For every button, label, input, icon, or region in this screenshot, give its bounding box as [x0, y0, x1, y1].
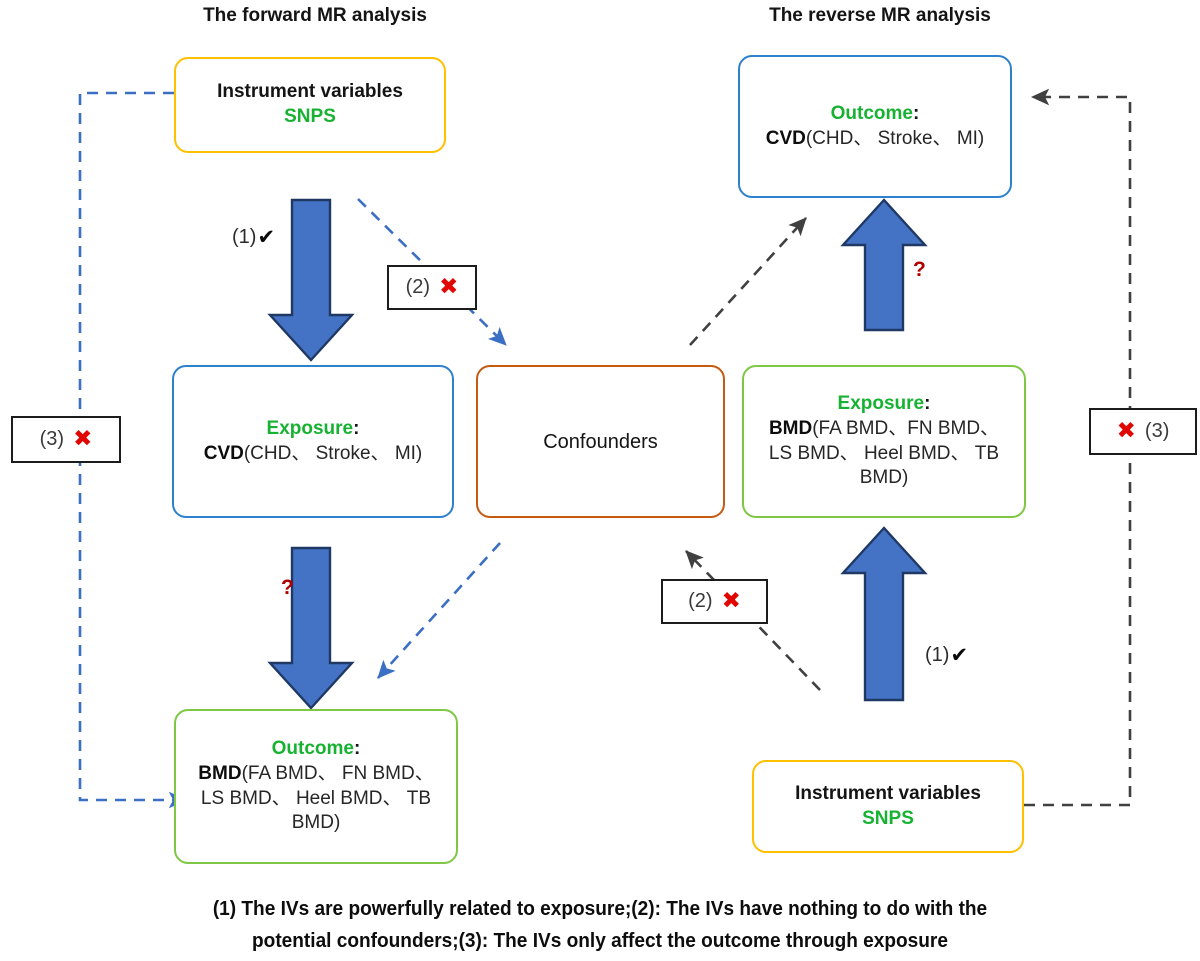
forward-outcome-content-line1: BMD(FA BMD、 FN BMD、 — [198, 762, 433, 787]
reverse-outcome-colon: : — [913, 102, 920, 124]
forward-exposure-rest: (CHD、 Stroke、 MI) — [243, 442, 423, 464]
reverse-panel-title: The reverse MR analysis — [769, 5, 991, 26]
tag-forward-assumption-1: (1) ✔ — [232, 226, 275, 249]
reverse-outcome-bold: CVD — [765, 127, 806, 149]
tag-reverse-assumption-3-text: (3) — [1144, 420, 1170, 442]
reverse-outcome-label: Outcome — [830, 102, 914, 124]
check-icon: ✔ — [950, 643, 969, 667]
forward-outcome-heading: Outcome: — [272, 737, 361, 762]
reverse-exposure-content-line3: BMD) — [859, 467, 909, 489]
tag-forward-assumption-3-text: (3) — [39, 428, 65, 450]
reverse-iv-line1: Instrument variables — [795, 782, 981, 804]
tag-reverse-assumption-1: (1) ✔ — [925, 644, 968, 667]
forward-exposure-heading: Exposure: — [267, 417, 360, 442]
reverse-exposure-content-line2: LS BMD、 Heel BMD、 TB — [768, 442, 1000, 464]
forward-exposure-bold: CVD — [203, 442, 244, 464]
dashed-confounders-to-reverse-outcome — [689, 217, 807, 346]
node-forward-instrument-variables[interactable]: Instrument variables SNPS — [174, 57, 446, 153]
reverse-exposure-bold: BMD — [768, 417, 813, 439]
reverse-outcome-content: CVD(CHD、 Stroke、 MI) — [766, 127, 985, 152]
arrow-reverse-iv-to-exposure — [840, 526, 928, 702]
tag-reverse-assumption-2-text: (2) — [688, 590, 713, 612]
reverse-exposure-rest1: (FA BMD、FN BMD、 — [812, 417, 1000, 439]
caption-line-2: potential confounders;(3): The IVs only … — [252, 929, 948, 953]
tag-reverse-assumption-2: (2) ✖ — [661, 579, 768, 624]
reverse-exposure-content-line1: BMD(FA BMD、FN BMD、 — [769, 417, 999, 442]
reverse-iv-line2: SNPS — [862, 807, 914, 829]
caption-line-1: (1) The IVs are powerfully related to ex… — [212, 897, 988, 920]
arrow-forward-iv-to-exposure — [267, 198, 355, 362]
tag-reverse-assumption-1-text: (1) — [925, 644, 950, 666]
tag-forward-assumption-3: (3) ✖ — [11, 416, 121, 463]
reverse-exposure-colon: : — [924, 393, 931, 415]
dashed-confounders-to-forward-outcome — [377, 542, 501, 679]
cross-icon: ✖ — [1116, 418, 1136, 444]
forward-exposure-label: Exposure — [266, 417, 354, 439]
reverse-causal-question-mark: ? — [913, 258, 926, 281]
forward-iv-line2: SNPS — [284, 106, 336, 127]
tag-forward-assumption-1-text: (1) — [232, 226, 257, 248]
forward-outcome-content-line3: BMD) — [291, 812, 341, 834]
forward-outcome-bold: BMD — [198, 762, 242, 784]
forward-outcome-colon: : — [354, 738, 361, 760]
cross-icon: ✖ — [73, 426, 93, 452]
tag-forward-assumption-2: (2) ✖ — [387, 265, 477, 310]
figure-caption: (1) The IVs are powerfully related to ex… — [126, 893, 1075, 958]
reverse-outcome-rest: (CHD、 Stroke、 MI) — [805, 127, 985, 149]
forward-outcome-label: Outcome — [271, 738, 355, 760]
forward-exposure-colon: : — [353, 417, 360, 439]
confounders-label: Confounders — [543, 430, 658, 453]
forward-iv-line1: Instrument variables — [217, 81, 403, 103]
node-reverse-outcome[interactable]: Outcome: CVD(CHD、 Stroke、 MI) — [738, 55, 1012, 198]
forward-causal-question-mark: ? — [281, 576, 294, 599]
node-forward-outcome[interactable]: Outcome: BMD(FA BMD、 FN BMD、 LS BMD、 Hee… — [174, 709, 458, 864]
forward-outcome-content-line2: LS BMD、 Heel BMD、 TB — [200, 787, 432, 809]
check-icon: ✔ — [257, 225, 276, 249]
node-forward-exposure[interactable]: Exposure: CVD(CHD、 Stroke、 MI) — [172, 365, 454, 518]
forward-panel-title: The forward MR analysis — [203, 5, 427, 26]
arrow-forward-exposure-to-outcome — [267, 546, 355, 710]
reverse-outcome-heading: Outcome: — [831, 102, 920, 127]
cross-icon: ✖ — [721, 588, 741, 614]
reverse-exposure-heading: Exposure: — [838, 392, 931, 417]
reverse-exposure-label: Exposure — [837, 393, 925, 415]
tag-forward-assumption-2-text: (2) — [405, 276, 431, 298]
cross-icon: ✖ — [439, 274, 459, 300]
forward-outcome-rest1: (FA BMD、 FN BMD、 — [241, 762, 434, 784]
node-reverse-instrument-variables[interactable]: Instrument variables SNPS — [752, 760, 1024, 853]
forward-exposure-content: CVD(CHD、 Stroke、 MI) — [204, 442, 423, 467]
tag-reverse-assumption-3: ✖ (3) — [1089, 408, 1197, 455]
node-confounders[interactable]: Confounders — [476, 365, 725, 518]
node-reverse-exposure[interactable]: Exposure: BMD(FA BMD、FN BMD、 LS BMD、 Hee… — [742, 365, 1026, 518]
